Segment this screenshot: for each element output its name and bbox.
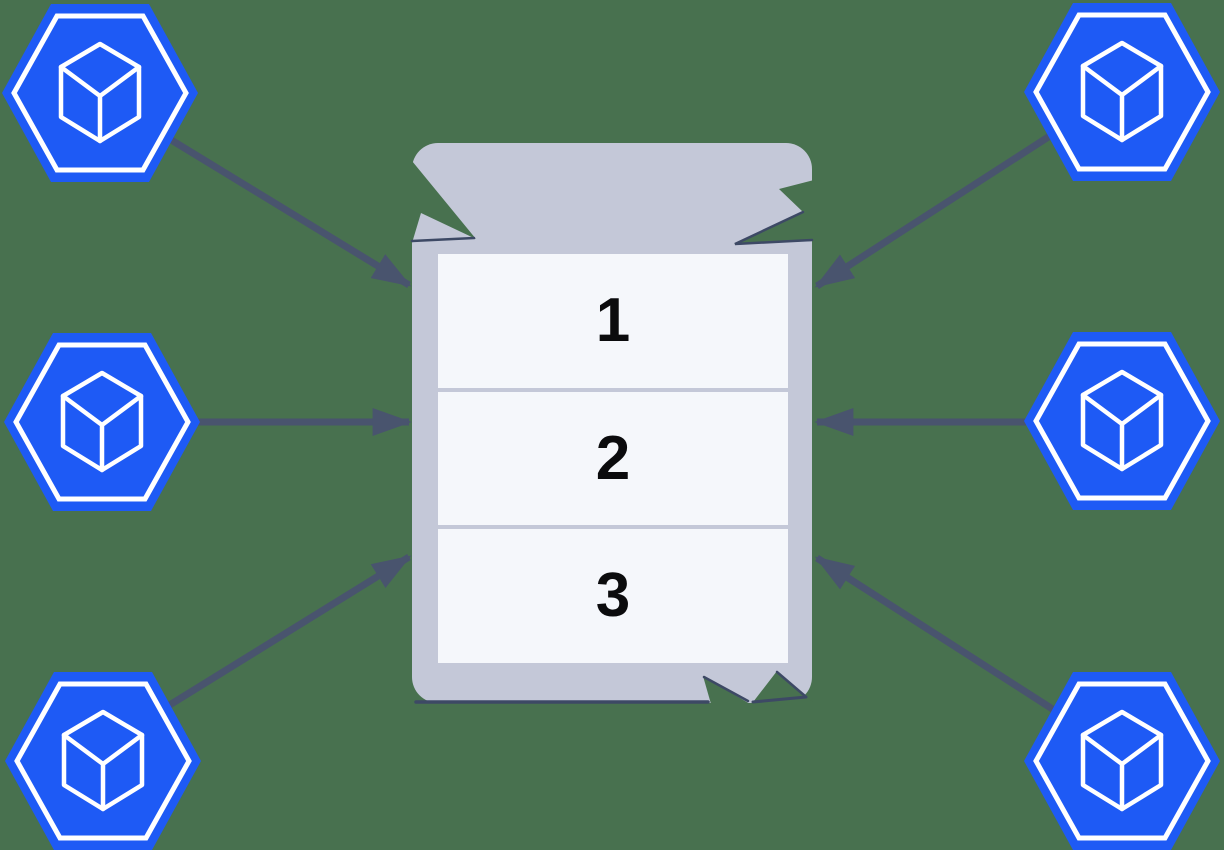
hexagon-shape (1024, 332, 1220, 510)
arrow-top-left (166, 135, 412, 288)
cube-icon (61, 709, 145, 812)
arrow-bottom-left (166, 554, 412, 709)
hexagon-shape (1024, 672, 1220, 850)
node-hexagon-top-left (2, 4, 198, 182)
cube-icon (1080, 369, 1164, 472)
hexagon-shape (5, 672, 201, 850)
tear-top-right (734, 180, 814, 244)
node-hexagon-middle-left (4, 333, 200, 511)
tear-top-left (412, 161, 476, 243)
hexagon-shape (4, 333, 200, 511)
row-number: 3 (595, 561, 631, 631)
cube-icon (1080, 40, 1164, 143)
arrow-bottom-right (814, 555, 1056, 713)
node-hexagon-top-right (1024, 3, 1220, 181)
cube-icon (60, 370, 144, 473)
cube-icon (1080, 709, 1164, 812)
cube-icon (58, 41, 142, 144)
list-row: 2 (438, 391, 788, 526)
row-number: 2 (595, 423, 631, 493)
row-number: 1 (595, 285, 631, 355)
hexagon-shape (1024, 3, 1220, 181)
node-hexagon-bottom-left (5, 672, 201, 850)
arrow-top-right (814, 129, 1058, 289)
hexagon-shape (2, 4, 198, 182)
node-hexagon-middle-right (1024, 332, 1220, 510)
list-row: 3 (438, 529, 788, 664)
ordered-list-panel: 1 2 3 (438, 254, 788, 664)
tear-shadow-edges (410, 210, 814, 704)
list-row: 1 (438, 254, 788, 388)
node-hexagon-bottom-right (1024, 672, 1220, 850)
